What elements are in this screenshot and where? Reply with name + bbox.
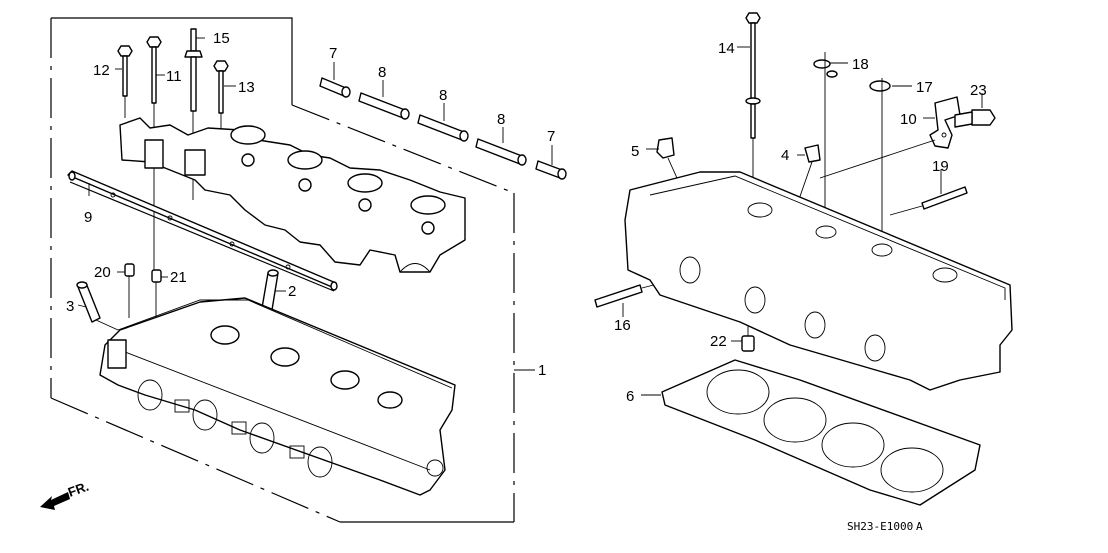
callout-9[interactable]: 9 — [84, 209, 92, 226]
bolt-14[interactable] — [745, 12, 761, 200]
cylinder-head-1[interactable] — [99, 297, 456, 496]
callout-18[interactable]: 18 — [852, 56, 869, 73]
callout-22[interactable]: 22 — [710, 333, 727, 350]
assembly-boundary — [50, 17, 515, 523]
pin-8c — [475, 138, 527, 166]
callout-5[interactable]: 5 — [631, 143, 639, 160]
rocker-shaft-9[interactable] — [67, 170, 338, 292]
callout-2[interactable]: 2 — [288, 283, 296, 300]
valve-guide-3[interactable] — [76, 281, 119, 331]
pin-7a — [319, 77, 351, 98]
callout-3[interactable]: 3 — [66, 298, 74, 315]
bolt-12[interactable] — [117, 45, 133, 118]
head-gasket-6[interactable] — [661, 359, 981, 506]
callout-21[interactable]: 21 — [170, 269, 187, 286]
dowel-pin-20[interactable] — [124, 263, 135, 318]
pin-8a — [358, 92, 410, 120]
callout-23[interactable]: 23 — [970, 82, 987, 99]
callout-14[interactable]: 14 — [718, 40, 735, 57]
rocker-pins[interactable] — [319, 77, 567, 180]
callout-8b[interactable]: 8 — [439, 87, 447, 104]
dowel-pin-22[interactable] — [741, 322, 755, 352]
callout-19[interactable]: 19 — [932, 158, 949, 175]
pin-7b — [535, 160, 567, 180]
callout-6[interactable]: 6 — [626, 388, 634, 405]
o-ring-18[interactable] — [813, 52, 838, 235]
callout-8c[interactable]: 8 — [497, 111, 505, 128]
callout-7b[interactable]: 7 — [547, 128, 555, 145]
callout-12[interactable]: 12 — [93, 62, 110, 79]
callout-16[interactable]: 16 — [614, 317, 631, 334]
callout-17[interactable]: 17 — [916, 79, 933, 96]
stud-19[interactable] — [889, 186, 968, 216]
bolt-23[interactable] — [954, 109, 996, 128]
drawing-code: SH23-E1000 A — [847, 520, 923, 533]
dowel-pin-21[interactable] — [151, 269, 162, 322]
bracket-10[interactable] — [819, 96, 961, 179]
callout-4[interactable]: 4 — [781, 147, 789, 164]
callout-1[interactable]: 1 — [538, 362, 546, 379]
callout-13[interactable]: 13 — [238, 79, 255, 96]
callout-labels: 1 2 3 4 5 6 7 7 8 8 8 9 10 11 12 13 14 1… — [66, 30, 987, 405]
front-direction-indicator: FR. — [40, 479, 91, 510]
rocker-arm-assembly — [119, 117, 466, 273]
callout-10[interactable]: 10 — [900, 111, 917, 128]
drawing-revision: A — [916, 520, 923, 533]
cylinder-head-right — [624, 171, 1013, 391]
callout-8a[interactable]: 8 — [378, 64, 386, 81]
leader-lines — [77, 37, 983, 396]
front-label: FR. — [66, 479, 91, 500]
drawing-code-text: SH23-E1000 — [847, 520, 913, 533]
valve-guide-2[interactable] — [261, 269, 279, 331]
pin-8b — [417, 114, 469, 142]
o-ring-17[interactable] — [869, 78, 891, 252]
callout-20[interactable]: 20 — [94, 264, 111, 281]
callout-15[interactable]: 15 — [213, 30, 230, 47]
front-arrow-icon — [40, 492, 70, 510]
callout-11[interactable]: 11 — [166, 68, 182, 85]
callout-7a[interactable]: 7 — [329, 45, 337, 62]
